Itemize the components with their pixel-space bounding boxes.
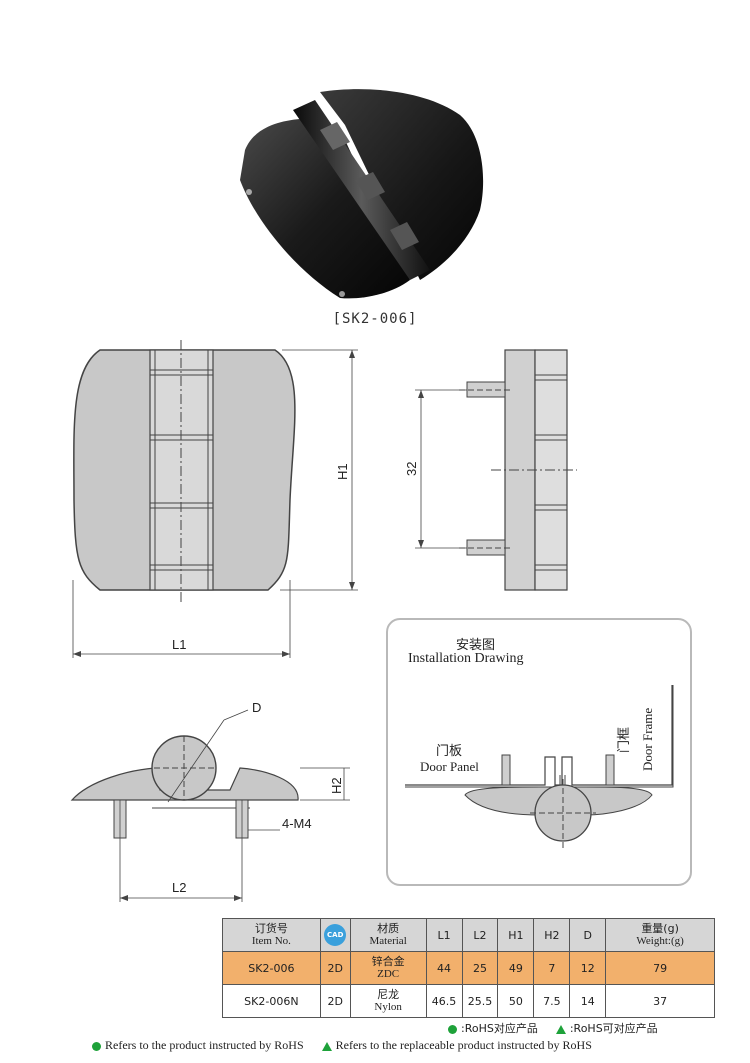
installation-drawing: 门板 Door Panel 门框 Door Frame (405, 685, 674, 850)
dim-H1: H1 (335, 463, 350, 480)
installation-title-en: Installation Drawing (408, 651, 524, 666)
cell-cad: 2D (319, 984, 351, 1018)
front-view-drawing: L1 H1 (72, 340, 358, 658)
product-photo (240, 89, 484, 299)
side-view-drawing: 32 (404, 349, 577, 591)
cell-D: 12 (569, 951, 607, 985)
cell-L1: 46.5 (425, 984, 463, 1018)
rohs-dot-icon (92, 1041, 101, 1051)
rohs-replaceable-en-label: Refers to the replaceable product instru… (335, 1038, 592, 1052)
dim-H2: H2 (329, 777, 344, 794)
installation-title-cn: 安装图 (456, 638, 496, 653)
cell-D: 14 (569, 984, 607, 1018)
rohs-legend-cn: :RoHS对应产品 :RoHS可对应产品 (448, 1020, 658, 1036)
rohs-dot-icon (448, 1024, 457, 1034)
profile-view-drawing: D H2 4-M4 L2 (70, 700, 350, 902)
rohs-legend-en: Refers to the product instructed by RoHS… (92, 1038, 592, 1053)
rohs-en-label: Refers to the product instructed by RoHS (105, 1038, 304, 1052)
cell-item: SK2-006 (222, 951, 321, 985)
header-H1: H1 (497, 918, 535, 952)
cell-H2: 7.5 (533, 984, 571, 1018)
dim-L2: L2 (172, 880, 186, 895)
cell-item: SK2-006N (222, 984, 321, 1018)
header-D: D (569, 918, 607, 952)
header-H2: H2 (533, 918, 571, 952)
header-weight: 重量(g)Weight:(g) (605, 918, 715, 952)
header-cad: CAD (319, 918, 351, 952)
rohs-triangle-icon (321, 1041, 332, 1051)
rohs-triangle-icon (555, 1024, 566, 1034)
dim-pitch: 32 (404, 462, 419, 476)
cell-weight: 79 (605, 951, 715, 985)
rohs-cn-label: :RoHS对应产品 (461, 1022, 538, 1035)
cell-H2: 7 (533, 951, 571, 985)
header-L2: L2 (461, 918, 499, 952)
product-model-caption: [SK2-006] (332, 311, 418, 327)
door-panel-en: Door Panel (420, 759, 479, 774)
cell-L2: 25 (461, 951, 499, 985)
door-frame-cn: 门框 (617, 727, 632, 753)
rohs-replaceable-cn-label: :RoHS可对应产品 (569, 1022, 658, 1035)
dim-D: D (252, 700, 261, 715)
cell-cad: 2D (319, 951, 351, 985)
cell-L2: 25.5 (461, 984, 499, 1018)
cell-H1: 49 (497, 951, 535, 985)
cell-weight: 37 (605, 984, 715, 1018)
cell-H1: 50 (497, 984, 535, 1018)
installation-drawing-panel (386, 618, 692, 886)
cad-icon: CAD (324, 924, 347, 946)
door-frame-en: Door Frame (640, 708, 655, 771)
door-panel-cn: 门板 (436, 744, 462, 759)
dim-thread: 4-M4 (282, 816, 312, 831)
header-L1: L1 (425, 918, 463, 952)
dim-L1: L1 (172, 637, 186, 652)
cell-L1: 44 (425, 951, 463, 985)
